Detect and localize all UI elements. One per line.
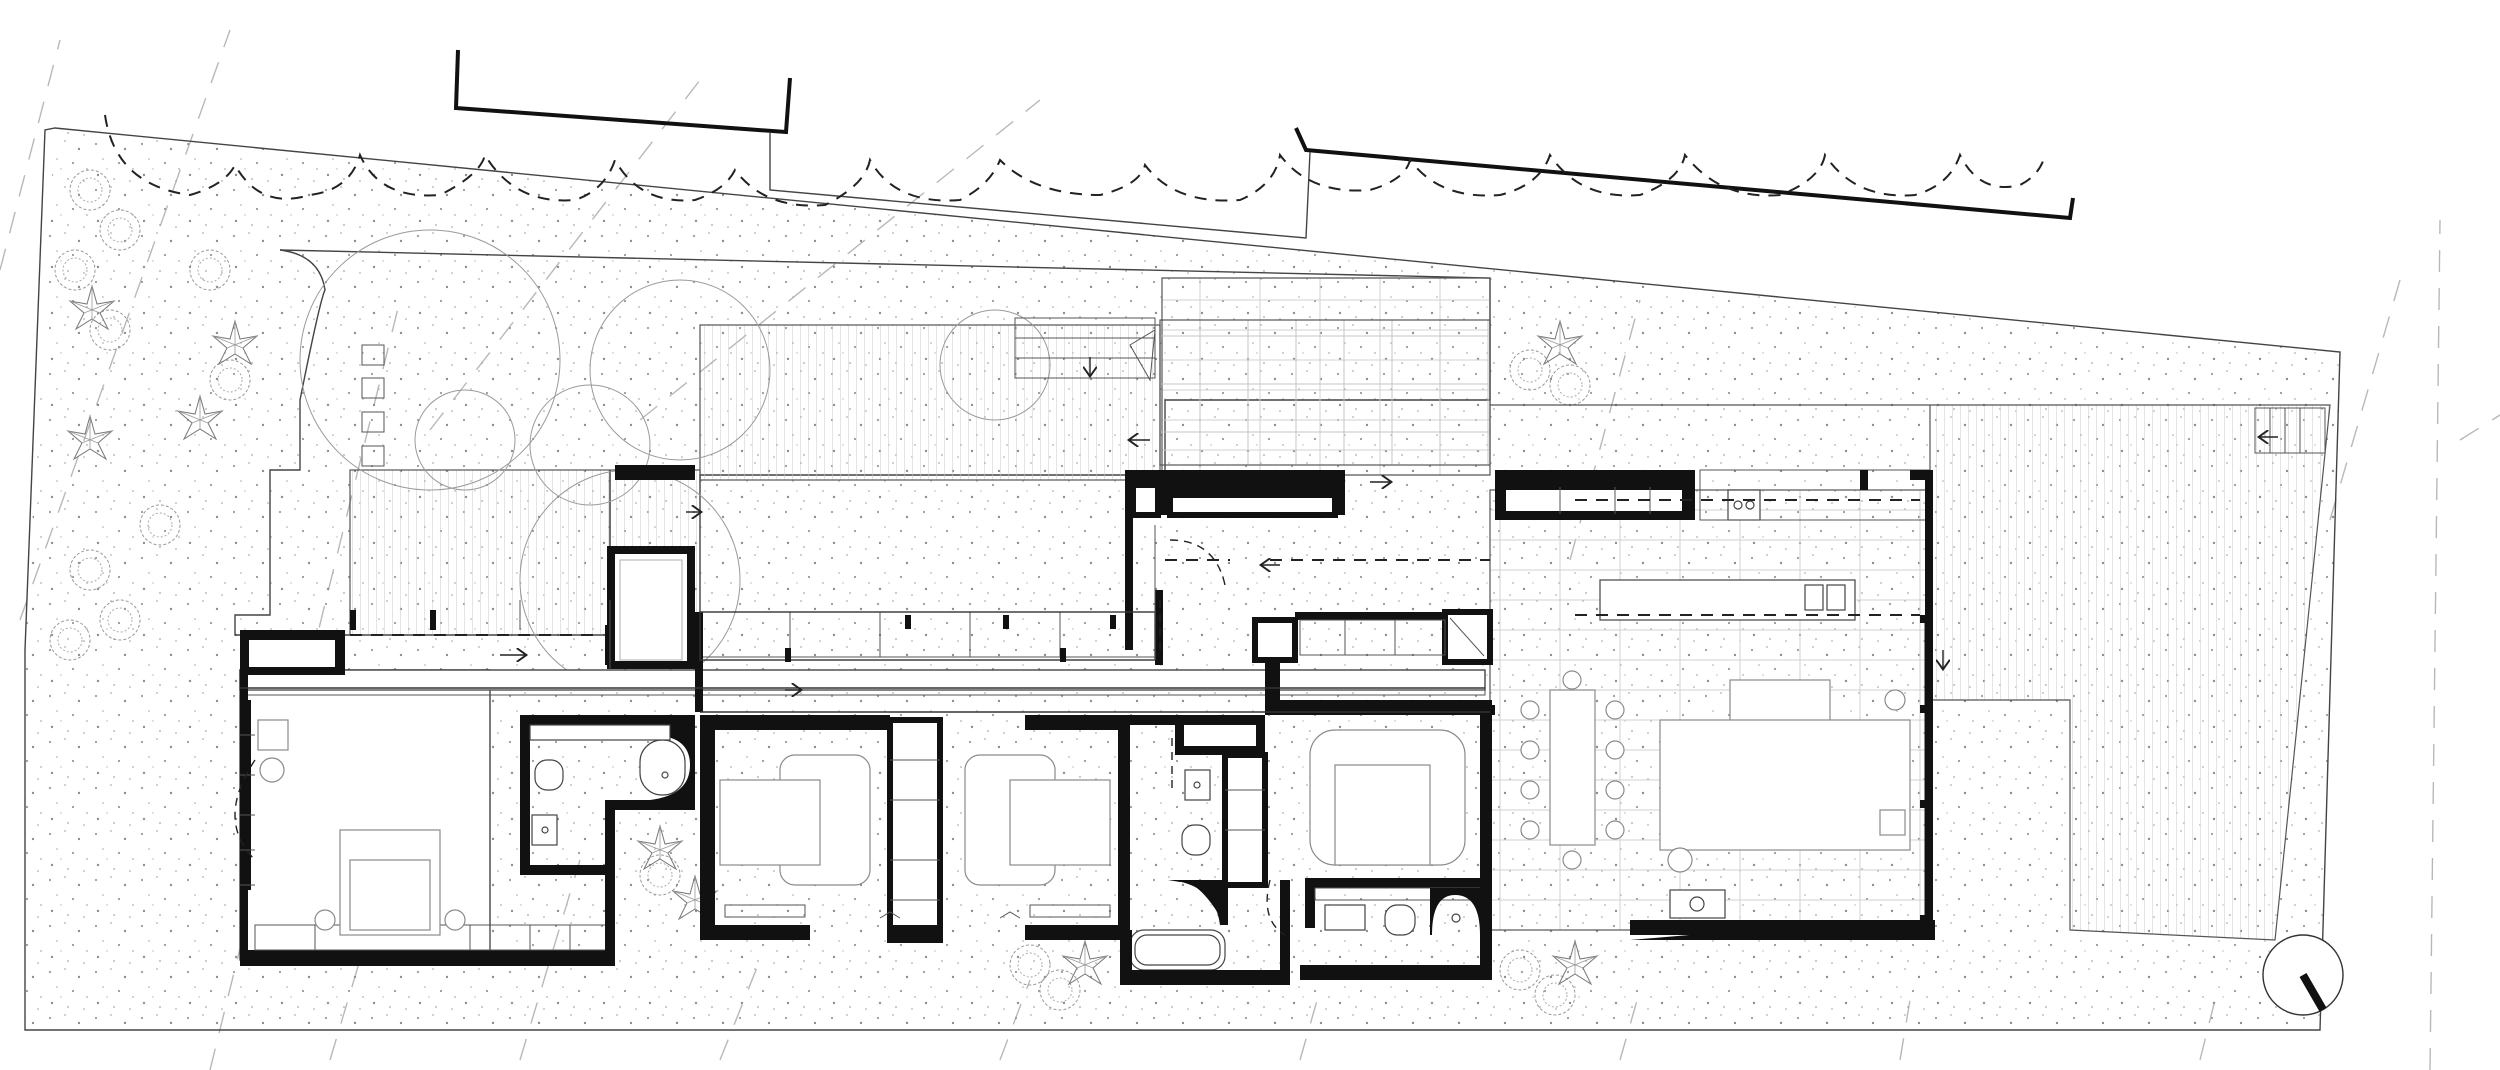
house-walls: [239, 465, 1935, 985]
door-swings: [234, 539, 1286, 936]
boundary-fences: [453, 49, 2075, 239]
entry-arrows: [500, 357, 2278, 690]
outdoor-surfaces: [234, 229, 2331, 941]
north-point-symbol: [2262, 934, 2344, 1016]
